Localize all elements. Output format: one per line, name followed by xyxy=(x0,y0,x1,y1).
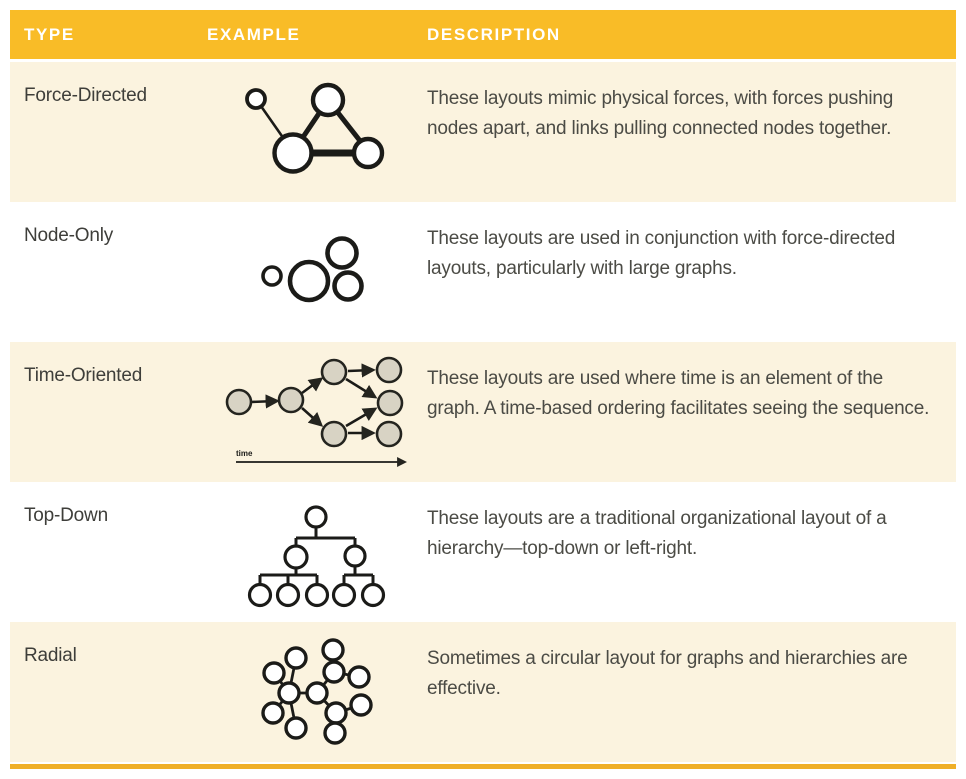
row-type-label: Node-Only xyxy=(24,225,114,246)
row-type-label: Force-Directed xyxy=(24,85,147,106)
row-example-cell: time xyxy=(207,342,427,482)
table-header-row: TYPE EXAMPLE DESCRIPTION xyxy=(10,10,956,59)
radial-diagram-icon xyxy=(261,638,373,745)
row-description: These layouts are a traditional organiza… xyxy=(427,508,887,559)
row-example-cell xyxy=(207,482,427,622)
table-row: Top-Down These layouts are a traditional… xyxy=(10,482,956,622)
table-row: Node-Only These layouts are used in conj… xyxy=(10,202,956,342)
row-type-label: Top-Down xyxy=(24,505,108,526)
row-example-cell xyxy=(207,202,427,342)
column-header-example: EXAMPLE xyxy=(207,24,301,44)
top-down-diagram-icon xyxy=(247,505,386,608)
row-description: These layouts are used where time is an … xyxy=(427,368,930,419)
row-example-cell xyxy=(207,62,427,202)
row-description: These layouts are used in conjunction wi… xyxy=(427,228,896,279)
row-example-cell xyxy=(207,622,427,762)
row-description: These layouts mimic physical forces, wit… xyxy=(427,88,894,139)
row-description: Sometimes a circular layout for graphs a… xyxy=(427,648,908,699)
row-type-label: Radial xyxy=(24,645,77,666)
row-type-label: Time-Oriented xyxy=(24,365,143,386)
node-only-diagram-icon xyxy=(261,236,364,303)
column-header-description: DESCRIPTION xyxy=(427,24,561,44)
table-bottom-rule xyxy=(10,764,956,769)
layout-types-table: TYPE EXAMPLE DESCRIPTION Force-Directed … xyxy=(10,10,956,769)
force-directed-diagram-icon xyxy=(245,82,385,174)
table-row: Time-Oriented xyxy=(10,342,956,482)
time-axis-label: time xyxy=(236,449,253,458)
table-row: Force-Directed These layouts mimic physi… xyxy=(10,62,956,202)
table-row: Radial Sometimes a circular layout for g… xyxy=(10,622,956,762)
column-header-type: TYPE xyxy=(24,24,75,44)
time-oriented-diagram-icon: time xyxy=(225,356,407,467)
